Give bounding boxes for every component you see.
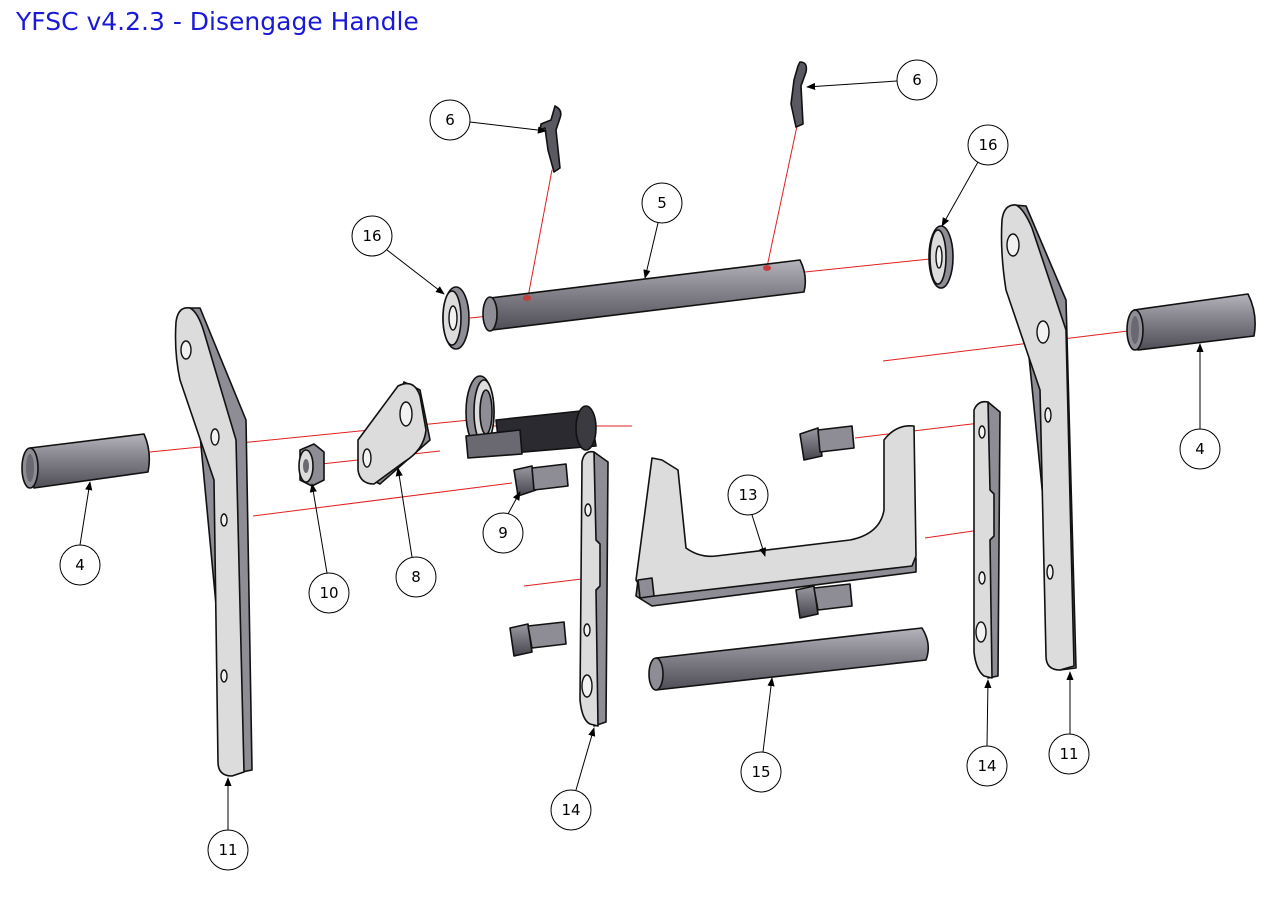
part-16-washer-right (928, 225, 954, 289)
part-6-pin-right (790, 61, 808, 128)
balloon-5: 5 (641, 182, 683, 224)
part-16-washer-left (442, 286, 470, 350)
part-4-left-rod (21, 433, 151, 489)
svg-text:4: 4 (75, 556, 85, 574)
svg-text:14: 14 (977, 757, 996, 775)
svg-text:11: 11 (218, 841, 237, 859)
svg-text:5: 5 (657, 194, 667, 212)
bolt-right-upper (799, 425, 855, 461)
balloon-13: 13 (727, 474, 769, 516)
svg-text:15: 15 (751, 763, 770, 781)
balloon-9: 9 (482, 512, 524, 554)
spring-spacer-assembly (465, 375, 597, 459)
bolt-lower-left (509, 621, 567, 657)
balloon-4-left: 4 (59, 544, 101, 586)
balloon-8: 8 (395, 556, 437, 598)
part-6-pin-left (539, 105, 562, 173)
balloon-11-right: 11 (1048, 733, 1090, 775)
part-8-lever-plate (357, 381, 431, 485)
part-11-left-arm (174, 306, 253, 777)
svg-text:14: 14 (561, 801, 580, 819)
page-title: YFSC v4.2.3 - Disengage Handle (16, 7, 419, 36)
balloon-14-right: 14 (966, 745, 1008, 787)
balloon-4-right: 4 (1179, 428, 1221, 470)
part-15-rod (648, 627, 930, 691)
svg-text:4: 4 (1195, 440, 1205, 458)
balloon-callouts: 6 6 16 16 5 4 (59, 59, 1221, 871)
balloon-6-right: 6 (896, 59, 938, 101)
svg-text:16: 16 (362, 227, 381, 245)
balloon-11-left: 11 (207, 829, 249, 871)
part-9-bolt-upper (513, 463, 569, 497)
part-5-shaft (482, 259, 807, 332)
svg-text:9: 9 (498, 524, 508, 542)
balloon-16-right: 16 (967, 124, 1009, 166)
balloon-16-left: 16 (351, 215, 393, 257)
balloon-6-left: 6 (429, 99, 471, 141)
balloon-15: 15 (740, 751, 782, 793)
svg-text:10: 10 (319, 584, 338, 602)
svg-text:6: 6 (445, 111, 455, 129)
svg-text:6: 6 (912, 71, 922, 89)
part-14-right-link (973, 400, 1001, 679)
svg-text:8: 8 (411, 568, 421, 586)
balloon-14-left: 14 (550, 789, 592, 831)
part-10-nut (298, 443, 325, 487)
part-13-handle-bracket (635, 424, 917, 607)
part-14-left-link (579, 450, 609, 727)
part-11-right-arm (1000, 204, 1077, 671)
svg-text:13: 13 (738, 486, 757, 504)
bolt-lower-middle (795, 583, 853, 619)
part-4-right-rod (1126, 293, 1256, 351)
svg-text:11: 11 (1059, 745, 1078, 763)
balloon-10: 10 (308, 572, 350, 614)
svg-text:16: 16 (978, 136, 997, 154)
